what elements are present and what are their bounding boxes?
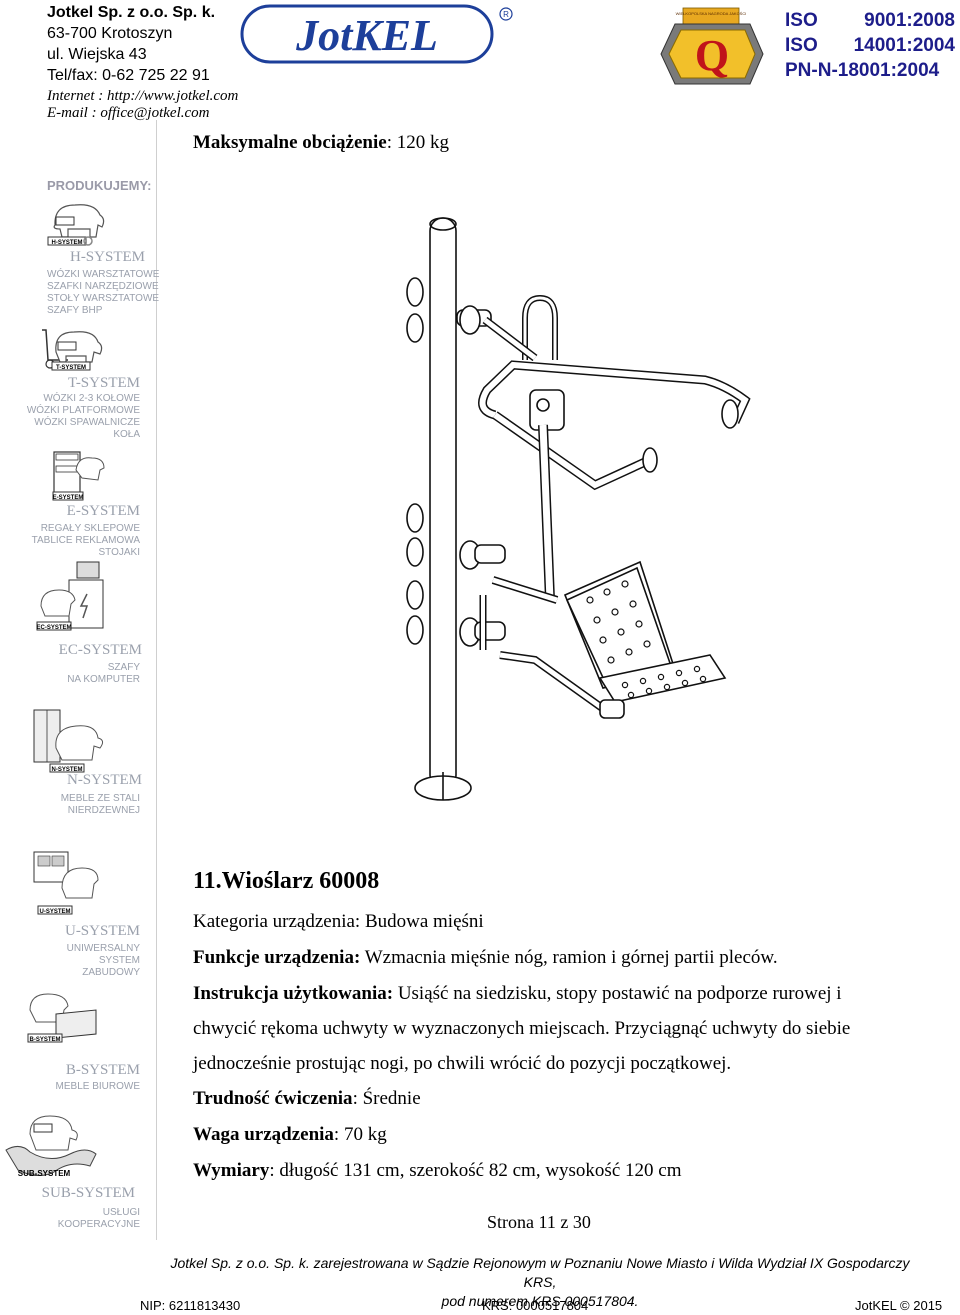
n-system-cabinet-elephant-icon: N-SYSTEM	[33, 709, 104, 773]
instructions-line-2: chwycić rękoma uchwyty w wyznaczonych mi…	[193, 1018, 851, 1039]
logo-text: JotKEL	[295, 11, 438, 60]
max-load: Maksymalne obciążenie: 120 kg	[193, 132, 449, 153]
functions-line: Funkcje urządzenia: Wzmacnia mięśnie nóg…	[193, 947, 778, 968]
difficulty-line: Trudność ćwiczenia: Średnie	[193, 1088, 421, 1109]
weight-line: Waga urządzenia: 70 kg	[193, 1124, 387, 1145]
sidebar-item-h-system[interactable]: H-SYSTEM	[69, 249, 145, 265]
sidebar-item-u-system[interactable]: U-SYSTEM	[64, 923, 140, 939]
jotkel-logo: JotKEL R	[240, 4, 513, 64]
sub-system-products: USŁUGI KOOPERACYJNE	[57, 1207, 140, 1230]
footer-copyright: JotKEL © 2015	[855, 1298, 943, 1313]
h-system-elephant-icon: H-SYSTEM	[47, 204, 105, 246]
sidebar-item-ec-system[interactable]: EC-SYSTEM	[58, 642, 142, 658]
b-system-products: MEBLE BIUROWE	[55, 1081, 140, 1092]
contact-web: Internet : http://www.jotkel.com E-mail …	[47, 88, 238, 122]
page-number: Strona 11 z 30	[487, 1212, 591, 1232]
svg-text:B-SYSTEM: B-SYSTEM	[29, 1037, 60, 1043]
e-system-shelf-elephant-icon: E-SYSTEM	[52, 451, 105, 501]
sidebar-item-t-system[interactable]: T-SYSTEM	[68, 375, 140, 391]
sidebar-heading: PRODUKUJEMY:	[47, 178, 152, 193]
pn-norm: PN-N-18001:2004	[785, 60, 940, 81]
sidebar-item-n-system[interactable]: N-SYSTEM	[66, 772, 142, 788]
u-system-products: UNIWERSALNY SYSTEM ZABUDOWY	[66, 943, 140, 978]
email-link[interactable]: E-mail : office@jotkel.com	[47, 105, 210, 121]
u-system-workbench-elephant-icon: U-SYSTEM	[33, 851, 99, 915]
company-address: Jotkel Sp. z o.o. Sp. k. 63-700 Krotoszy…	[47, 2, 215, 86]
sub-system-elephant-icon: SUB-SYSTEM	[5, 1115, 97, 1178]
footer-line-1: Jotkel Sp. z o.o. Sp. k. zarejestrowana …	[170, 1255, 910, 1290]
svg-text:H-SYSTEM: H-SYSTEM	[51, 240, 82, 246]
n-system-products: MEBLE ZE STALI NIERDZEWNEJ	[60, 793, 140, 816]
instructions-line-1: Instrukcja użytkowania: Usiąść na siedzi…	[193, 983, 842, 1004]
svg-text:T-SYSTEM: T-SYSTEM	[56, 365, 86, 371]
t-system-elephant-icon: T-SYSTEM	[42, 329, 103, 371]
b-system-desk-elephant-icon: B-SYSTEM	[27, 993, 97, 1043]
company-name: Jotkel Sp. z o.o. Sp. k.	[47, 4, 216, 21]
dimensions-line: Wymiary: długość 131 cm, szerokość 82 cm…	[193, 1160, 682, 1181]
sidebar-item-e-system[interactable]: E-SYSTEM	[66, 503, 140, 519]
instructions-line-3: jednocześnie prostując nogi, po chwili w…	[193, 1053, 732, 1074]
svg-text:E-SYSTEM: E-SYSTEM	[53, 495, 84, 501]
ec-system-products: SZAFY NA KOMPUTER	[67, 662, 140, 685]
sidebar-item-sub-system[interactable]: SUB-SYSTEM	[41, 1185, 135, 1201]
h-system-products: WÓZKI WARSZTATOWE SZAFKI NARZĘDZIOWE STO…	[47, 269, 160, 316]
svg-text:Q: Q	[695, 31, 729, 80]
company-street: ul. Wiejska 43	[47, 46, 147, 63]
t-system-products: WÓZKI 2-3 KOŁOWE WÓZKI PLATFORMOWE WÓZKI…	[26, 393, 140, 440]
footer-registration: Jotkel Sp. z o.o. Sp. k. zarejestrowana …	[155, 1254, 925, 1311]
rowing-machine-drawing	[406, 217, 751, 801]
ec-system-computer-elephant-icon: EC-SYSTEM	[36, 561, 104, 631]
company-city: 63-700 Krotoszyn	[47, 25, 173, 42]
quality-award-badge: WIELKOPOLSKA NAGRODA JAKOŚCI Q	[660, 7, 764, 85]
page-title: 11.Wioślarz 60008	[193, 868, 380, 894]
svg-text:U-SYSTEM: U-SYSTEM	[39, 909, 70, 915]
sidebar-divider	[156, 120, 157, 1240]
svg-text:EC-SYSTEM: EC-SYSTEM	[36, 625, 71, 631]
e-system-products: REGAŁY SKLEPOWE TABLICE REKLAMOWA STOJAK…	[31, 523, 140, 558]
footer-krs: KRS: 0000517804	[482, 1298, 589, 1313]
svg-text:R: R	[503, 10, 509, 19]
svg-text:SUB-SYSTEM: SUB-SYSTEM	[18, 1169, 71, 1178]
footer-nip: NIP: 6211813430	[140, 1298, 241, 1313]
internet-link[interactable]: Internet : http://www.jotkel.com	[47, 88, 239, 104]
category-line: Kategoria urządzenia: Budowa mięśni	[193, 911, 484, 932]
company-phone: Tel/fax: 0-62 725 22 91	[47, 67, 210, 84]
badge-text: WIELKOPOLSKA NAGRODA JAKOŚCI	[676, 11, 747, 16]
footer-line-2: pod numerem KRS 000517804.	[441, 1293, 639, 1309]
sidebar-item-b-system[interactable]: B-SYSTEM	[65, 1062, 140, 1078]
svg-text:N-SYSTEM: N-SYSTEM	[51, 767, 82, 773]
